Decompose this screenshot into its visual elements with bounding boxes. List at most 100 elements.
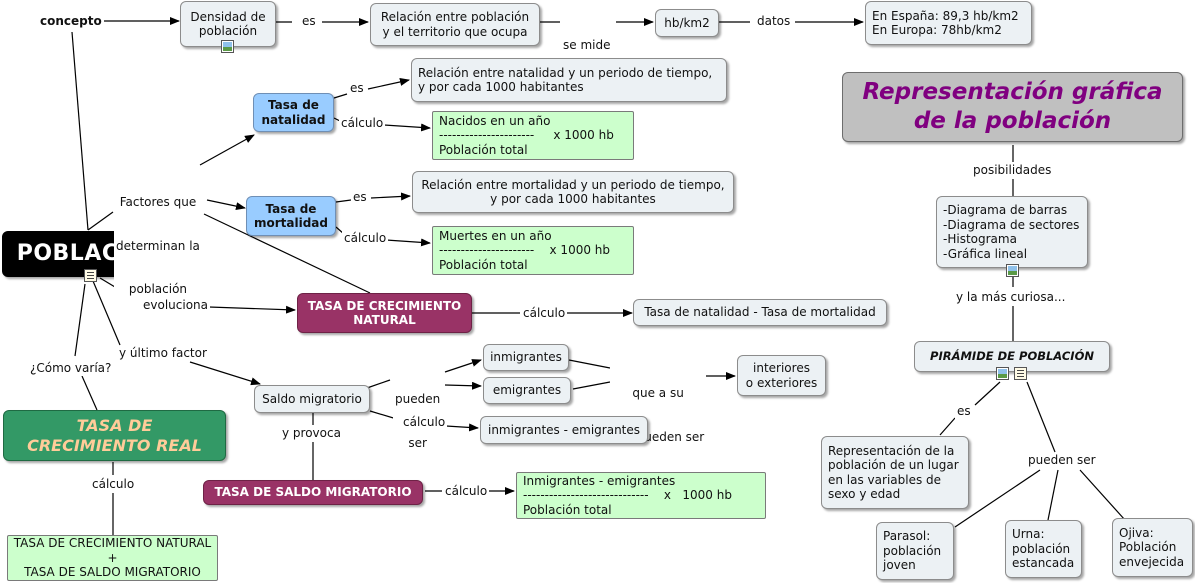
mortalidad-node[interactable]: Tasa de mortalidad [246, 196, 336, 236]
posibilidades-label: posibilidades [971, 163, 1054, 178]
ultimo-factor-label: y último factor [117, 346, 209, 361]
urna-node[interactable]: Urna: población estancada [1005, 520, 1082, 578]
relation-node[interactable]: Relación entre población y el territorio… [370, 3, 540, 46]
tsm-formula-3: Población total [523, 502, 612, 517]
mortalidad-definition-node[interactable]: Relación entre mortalidad y un periodo d… [412, 171, 734, 213]
parasol-line3: joven [883, 558, 916, 573]
tcr-formula-plus: + [107, 550, 118, 565]
pir-def-line3: en las variables de [828, 472, 942, 487]
mor-formula-1: Muertes en un año [439, 228, 552, 243]
mortalidad-line1: Tasa de [265, 201, 317, 216]
urna-line3: estancada [1012, 556, 1075, 571]
image-icon[interactable] [1006, 264, 1019, 277]
tcr-line1: TASA DE [76, 415, 153, 435]
nat-formula-3: Población total [439, 142, 528, 157]
density-line2: población [198, 24, 258, 38]
interiores-node[interactable]: interiores o exteriores [737, 355, 826, 396]
mor-def-line1: Relación entre mortalidad y un periodo d… [421, 177, 725, 192]
emigrantes-node[interactable]: emigrantes [483, 377, 571, 404]
tasa-crecimiento-real-node[interactable]: TASA DE CRECIMIENTO REAL [3, 410, 226, 461]
natalidad-definition-node[interactable]: Relación entre natalidad y un periodo de… [411, 58, 727, 102]
piramide-definition-node[interactable]: Representación de la población de un lug… [821, 436, 969, 509]
data-spain: En España: 89,3 hb/km2 [872, 8, 1019, 23]
diagram-type-1: -Diagrama de barras [943, 203, 1068, 217]
piramide-node[interactable]: PIRÁMIDE DE POBLACIÓN [914, 341, 1110, 372]
urna-line1: Urna: [1012, 527, 1045, 542]
tcn-formula-node[interactable]: Tasa de natalidad - Tasa de mortalidad [633, 299, 887, 326]
tcr-formula-node[interactable]: TASA DE CRECIMIENTO NATURAL + TASA DE SA… [7, 535, 218, 581]
mortalidad-line2: mortalidad [253, 216, 328, 230]
que-a-su-line1: que a su [632, 386, 684, 400]
document-icon[interactable] [84, 269, 97, 282]
pir-def-line1: Representación de la [828, 443, 955, 458]
datos-label: datos [755, 14, 793, 29]
ojiva-node[interactable]: Ojiva: Población envejecida [1112, 518, 1193, 577]
tcr-calc-label: cálculo [90, 477, 137, 492]
unit-node[interactable]: hb/km2 [655, 9, 719, 37]
como-varia-label: ¿Cómo varía? [28, 361, 114, 376]
representacion-grafica-node[interactable]: Representación gráfica de la población [842, 72, 1183, 142]
mortalidad-formula-node[interactable]: Muertes en un año ----------------------… [432, 226, 634, 275]
factors-label: Factores que determinan la población [114, 166, 202, 311]
evoluciona-label: evoluciona [141, 298, 210, 313]
density-es-label: es [300, 14, 318, 29]
nat-formula-2: ---------------------- x 1000 hb [439, 128, 614, 143]
urna-line2: población [1012, 541, 1071, 556]
diagram-type-4: -Gráfica lineal [943, 246, 1028, 261]
se-mide-en-line1: se mide [563, 38, 611, 52]
piramide-es-label: es [955, 404, 973, 419]
pueden-ser-label: pueden ser [393, 363, 443, 465]
nat-def-line1: Relación entre natalidad y un periodo de… [418, 65, 713, 80]
ojiva-line3: envejecida [1119, 554, 1185, 569]
nat-def-line2: y por cada 1000 habitantes [418, 80, 584, 94]
tcn-calc-label: cálculo [521, 306, 568, 321]
natalidad-formula-node[interactable]: Nacidos en un año ----------------------… [432, 111, 634, 160]
document-icon[interactable] [1014, 367, 1027, 380]
natalidad-es-label: es [348, 81, 366, 96]
nat-formula-1: Nacidos en un año [439, 113, 551, 128]
saldo-migratorio-node[interactable]: Saldo migratorio [254, 385, 370, 413]
mor-formula-3: Población total [439, 257, 528, 272]
tsm-formula-2: ----------------------------- x 1000 hb [523, 488, 732, 503]
mortalidad-es-label: es [351, 190, 369, 205]
ojiva-line2: Población [1119, 540, 1177, 555]
factors-line3: población [128, 282, 188, 296]
natalidad-node[interactable]: Tasa de natalidad [253, 93, 334, 132]
density-data-node[interactable]: En España: 89,3 hb/km2 En Europa: 78hb/k… [865, 1, 1032, 45]
diagram-type-2: -Diagrama de sectores [943, 217, 1080, 232]
interiores-line2: o exteriores [745, 375, 818, 390]
diagram-type-3: -Histograma [943, 232, 1017, 246]
density-line1: Densidad de [190, 9, 266, 24]
tcr-line2: CRECIMIENTO REAL [27, 435, 202, 455]
diagram-types-node[interactable]: -Diagrama de barras -Diagrama de sectore… [936, 196, 1088, 268]
natalidad-line1: Tasa de [268, 98, 319, 112]
parasol-node[interactable]: Parasol: población joven [876, 522, 954, 580]
y-provoca-label: y provoca [280, 426, 343, 441]
tsm-formula-node[interactable]: Inmigrantes - emigrantes ---------------… [516, 472, 766, 519]
factors-line2: determinan la [116, 238, 200, 253]
pir-def-line4: sexo y edad [828, 487, 901, 501]
graphic-title-line1: Representación gráfica [862, 79, 1163, 105]
factors-line1: Factores que [119, 195, 197, 209]
tasa-crecimiento-natural-node[interactable]: TASA DE CRECIMIENTO NATURAL [297, 293, 472, 333]
concepto-label: concepto [38, 14, 104, 29]
relation-line2: y el territorio que ocupa [382, 24, 528, 39]
inmigrantes-node[interactable]: inmigrantes [483, 344, 569, 371]
image-icon[interactable] [221, 40, 234, 53]
mortalidad-calc-label: cálculo [342, 231, 389, 246]
ojiva-line1: Ojiva: [1119, 525, 1154, 540]
density-node[interactable]: Densidad de población [180, 1, 276, 47]
interiores-line1: interiores [753, 361, 810, 375]
natalidad-line2: natalidad [261, 112, 326, 127]
image-icon[interactable] [996, 367, 1009, 380]
tcn-line1: TASA DE CRECIMIENTO [307, 298, 462, 313]
pueden-ser-types-label: pueden ser [1026, 453, 1098, 468]
pir-def-line2: población de un lugar [828, 458, 959, 472]
tcn-line2: NATURAL [353, 313, 416, 327]
tasa-saldo-migratorio-node[interactable]: TASA DE SALDO MIGRATORIO [203, 480, 423, 505]
difference-node[interactable]: inmigrantes - emigrantes [480, 416, 648, 444]
natalidad-calc-label: cálculo [339, 116, 386, 131]
graphic-title-line2: de la población [913, 108, 1112, 134]
relation-line1: Relación entre población [380, 10, 530, 24]
